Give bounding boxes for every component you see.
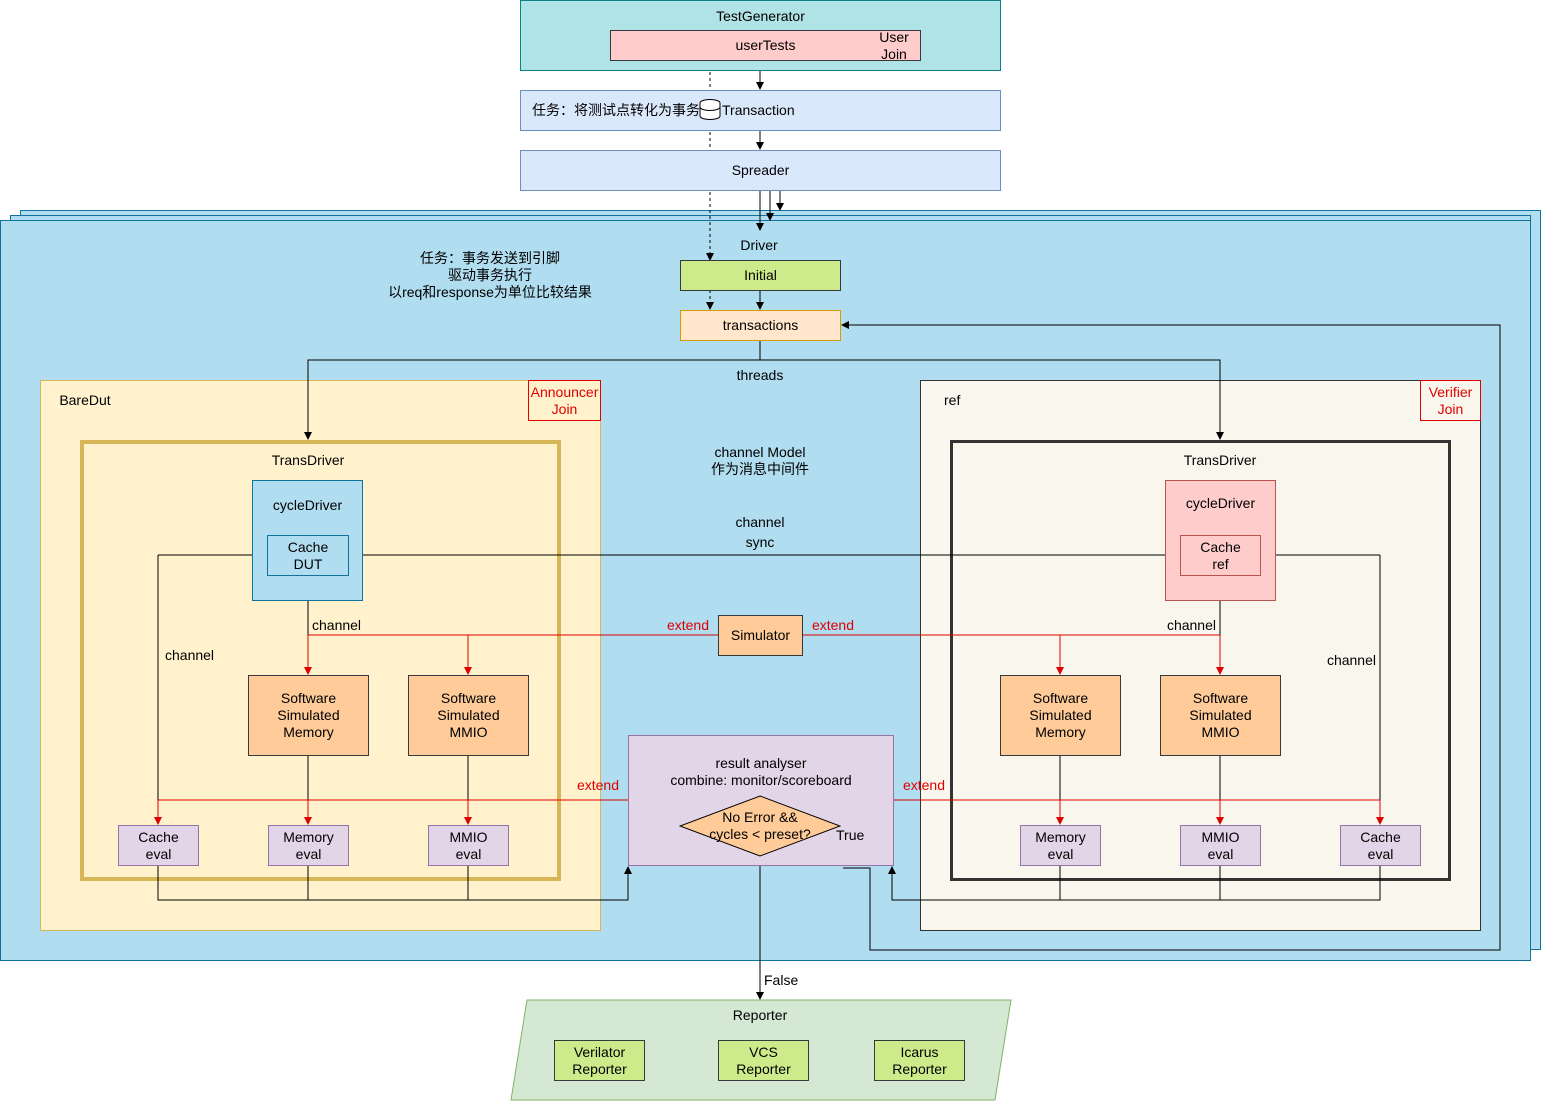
ref-memory-eval-label: Memory eval xyxy=(1035,828,1086,862)
extend-label-dut-sim: extend xyxy=(666,617,710,633)
verilator-reporter-label: Verilator Reporter xyxy=(572,1043,627,1077)
dut-cache-eval-box[interactable]: Cache eval xyxy=(118,825,199,866)
driver-title: Driver xyxy=(740,237,778,253)
icarus-reporter-box[interactable]: Icarus Reporter xyxy=(874,1040,965,1081)
user-join-label: User Join xyxy=(879,29,909,62)
database-icon xyxy=(699,99,721,120)
dut-memory-eval-label: Memory eval xyxy=(283,828,334,862)
dut-sw-mmio-box[interactable]: Software Simulated MMIO xyxy=(408,675,529,756)
announcer-join-box: Announcer Join xyxy=(528,380,601,421)
spreader-label: Spreader xyxy=(731,162,790,178)
extend-label-ref-sim: extend xyxy=(811,617,855,633)
dut-cycle-driver-label: cycleDriver xyxy=(272,497,343,513)
cache-dut-box[interactable]: Cache DUT xyxy=(267,535,349,576)
verifier-join-box: Verifier Join xyxy=(1420,380,1481,421)
cache-dut-label: Cache DUT xyxy=(287,538,329,572)
user-tests-box[interactable]: userTests xyxy=(610,30,921,61)
dut-cache-channel-label: channel xyxy=(165,647,215,663)
ref-mmio-eval-box[interactable]: MMIO eval xyxy=(1180,825,1261,866)
dut-sw-mmio-label: Software Simulated MMIO xyxy=(437,690,500,740)
dut-cache-eval-label: Cache eval xyxy=(138,828,179,862)
dut-sw-memory-box[interactable]: Software Simulated Memory xyxy=(248,675,369,756)
threads-label: threads xyxy=(736,367,784,383)
ref-cache-channel-label: channel xyxy=(1326,652,1376,668)
ref-sw-mmio-box[interactable]: Software Simulated MMIO xyxy=(1160,675,1281,756)
dut-channel-label: channel xyxy=(312,617,362,633)
ref-trans-driver-title: TransDriver xyxy=(1183,452,1257,468)
ref-sw-mmio-label: Software Simulated MMIO xyxy=(1189,690,1252,740)
user-tests-label: userTests xyxy=(735,37,796,53)
transaction-row-box xyxy=(520,90,1001,131)
ref-title: ref xyxy=(944,392,961,408)
dut-mmio-eval-box[interactable]: MMIO eval xyxy=(428,825,509,866)
announcer-join-label: Announcer Join xyxy=(530,383,599,417)
transaction-label: Transaction xyxy=(722,102,795,118)
ref-cycle-driver-label: cycleDriver xyxy=(1185,495,1256,511)
simulator-label: Simulator xyxy=(730,627,791,643)
false-label: False xyxy=(764,972,799,988)
result-analyser-title: result analyser combine: monitor/scorebo… xyxy=(670,755,852,788)
true-label: True xyxy=(836,827,865,843)
extend-label-ref-eval: extend xyxy=(902,777,946,793)
verifier-join-label: Verifier Join xyxy=(1428,383,1473,417)
verilator-reporter-box[interactable]: Verilator Reporter xyxy=(554,1040,645,1081)
vcs-reporter-box[interactable]: VCS Reporter xyxy=(718,1040,809,1081)
test-generator-title: TestGenerator xyxy=(716,8,805,24)
spreader-box: Spreader xyxy=(520,150,1001,191)
ref-sw-memory-label: Software Simulated Memory xyxy=(1029,690,1092,740)
transactions-label: transactions xyxy=(722,317,799,333)
channel-sync-label: channel sync xyxy=(735,514,785,550)
ref-cache-eval-label: Cache eval xyxy=(1360,828,1401,862)
bare-dut-title: BareDut xyxy=(59,392,111,408)
initial-label: Initial xyxy=(744,267,777,283)
decision-diamond xyxy=(679,795,841,857)
ref-cache-eval-box[interactable]: Cache eval xyxy=(1340,825,1421,866)
cache-ref-label: Cache ref xyxy=(1200,538,1241,572)
dut-sw-memory-label: Software Simulated Memory xyxy=(277,690,340,740)
transactions-box[interactable]: transactions xyxy=(680,310,841,341)
ref-memory-eval-box[interactable]: Memory eval xyxy=(1020,825,1101,866)
initial-box[interactable]: Initial xyxy=(680,260,841,291)
dut-mmio-eval-label: MMIO eval xyxy=(449,828,488,862)
icarus-reporter-label: Icarus Reporter xyxy=(892,1043,947,1077)
dut-memory-eval-box[interactable]: Memory eval xyxy=(268,825,349,866)
extend-label-dut-eval: extend xyxy=(576,777,620,793)
simulator-box[interactable]: Simulator xyxy=(718,615,803,656)
reporter-title: Reporter xyxy=(732,1007,788,1023)
cache-ref-box[interactable]: Cache ref xyxy=(1180,535,1261,576)
driver-task-label: 任务：事务发送到引脚 驱动事务执行 以req和response为单位比较结果 xyxy=(388,250,592,300)
ref-mmio-eval-label: MMIO eval xyxy=(1201,828,1240,862)
dut-trans-driver-frame xyxy=(80,440,561,881)
transaction-task-label: 任务：将测试点转化为事务 xyxy=(532,102,700,118)
ref-sw-memory-box[interactable]: Software Simulated Memory xyxy=(1000,675,1121,756)
decision-label: No Error && cycles < preset? xyxy=(709,809,811,842)
ref-channel-label: channel xyxy=(1166,617,1216,633)
channel-model-label: channel Model 作为消息中间件 xyxy=(711,444,809,477)
ref-trans-driver-frame xyxy=(950,440,1451,881)
dut-trans-driver-title: TransDriver xyxy=(271,452,345,468)
vcs-reporter-label: VCS Reporter xyxy=(736,1043,791,1077)
